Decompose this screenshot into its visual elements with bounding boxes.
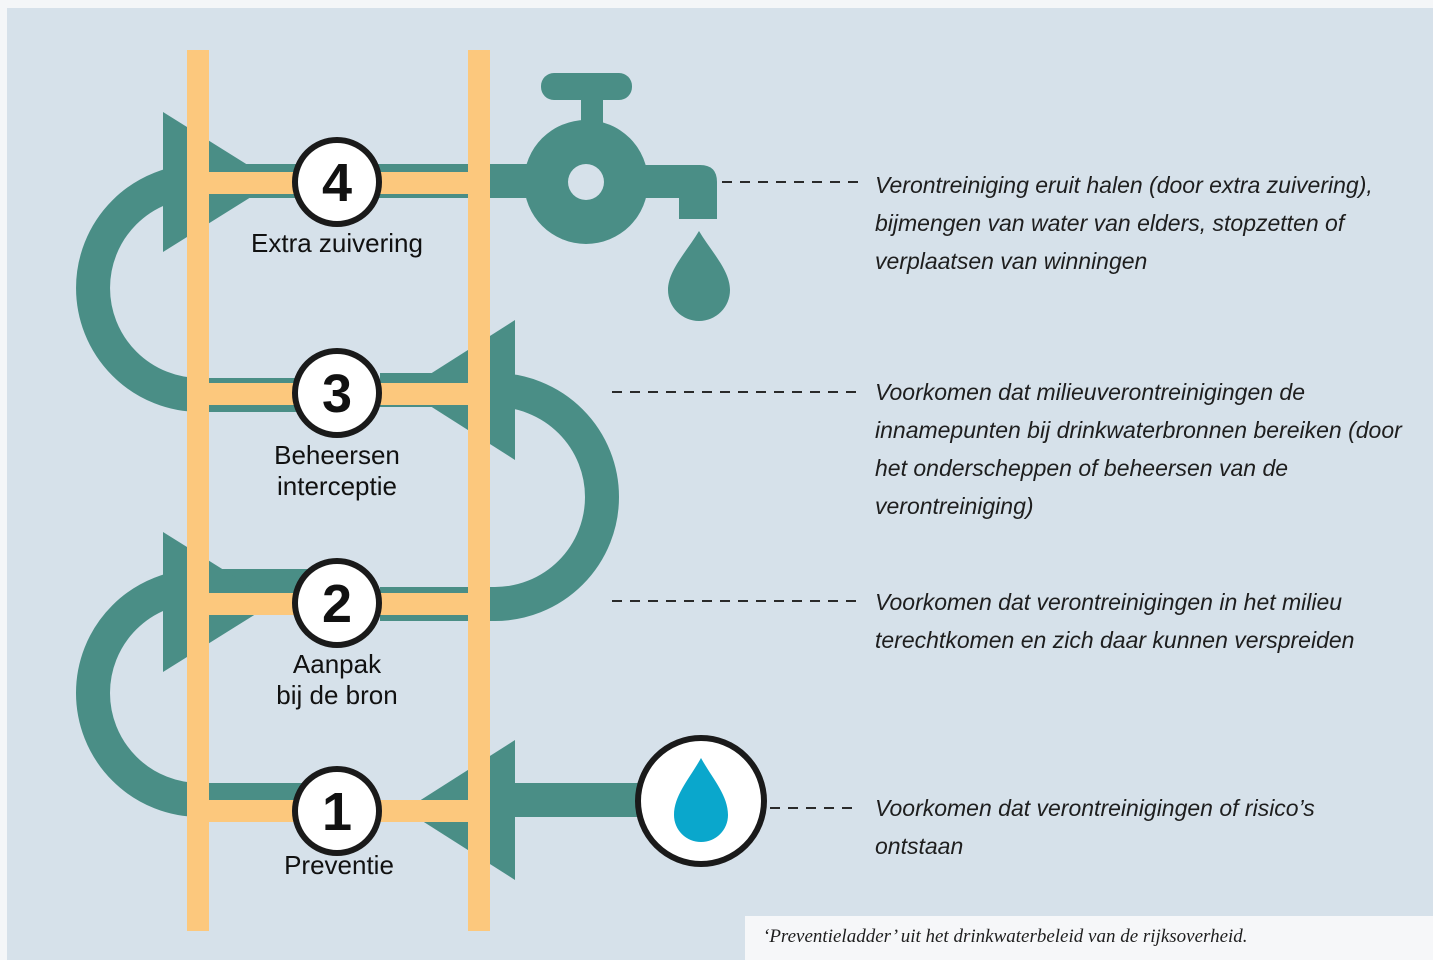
ladder-rail-left bbox=[187, 50, 209, 931]
step-badge-4: 4 bbox=[292, 137, 382, 227]
step-label-2-line2: bij de bron bbox=[276, 680, 398, 710]
pipe-turn-1-2 bbox=[76, 569, 340, 817]
step-label-1-text: Preventie bbox=[284, 850, 394, 880]
tap-handle bbox=[541, 73, 632, 100]
ladder bbox=[187, 50, 490, 931]
step-label-3-line2: interceptie bbox=[277, 471, 397, 501]
step-label-4: Extra zuivering bbox=[217, 228, 457, 259]
step-4-description: Verontreiniging eruit halen (door extra … bbox=[875, 172, 1373, 274]
step-number-3: 3 bbox=[322, 364, 352, 424]
drop-shape bbox=[674, 758, 728, 842]
step-3-description: Voorkomen dat milieuverontreinigingen de… bbox=[875, 379, 1402, 519]
step-2-description: Voorkomen dat verontreinigingen in het m… bbox=[875, 589, 1355, 653]
tap-droplet bbox=[668, 231, 730, 321]
step-badge-1: 1 bbox=[292, 766, 382, 856]
step-number-4: 4 bbox=[322, 153, 352, 213]
step-badge-2: 2 bbox=[292, 558, 382, 648]
step-label-4-text: Extra zuivering bbox=[251, 228, 423, 258]
step-label-2: Aanpak bij de bron bbox=[217, 649, 457, 711]
step-badge-3: 3 bbox=[292, 348, 382, 438]
water-tap-icon bbox=[524, 73, 730, 321]
step-1-description: Voorkomen dat verontreinigingen of risic… bbox=[875, 795, 1315, 859]
tap-hole bbox=[568, 164, 604, 200]
step-label-2-line1: Aanpak bbox=[292, 649, 382, 679]
water-drop-icon bbox=[635, 735, 767, 867]
tap-spout bbox=[600, 165, 717, 219]
step-badges: 4 3 2 1 bbox=[292, 137, 382, 856]
ladder-rail-right bbox=[468, 50, 490, 931]
step-number-2: 2 bbox=[322, 574, 352, 634]
pipe-turn-3-4 bbox=[76, 164, 340, 412]
pipe-turn-2-3 bbox=[380, 373, 619, 621]
step-label-3: Beheersen interceptie bbox=[217, 440, 457, 502]
step-label-1: Preventie bbox=[219, 850, 459, 881]
step-number-1: 1 bbox=[322, 782, 352, 842]
caption-box: ‘Preventieladder’ uit het drinkwaterbele… bbox=[745, 916, 1433, 960]
step-label-3-line1: Beheersen bbox=[274, 440, 400, 470]
connector-lines bbox=[612, 181, 860, 809]
caption-text: ‘Preventieladder’ uit het drinkwaterbele… bbox=[763, 926, 1248, 947]
